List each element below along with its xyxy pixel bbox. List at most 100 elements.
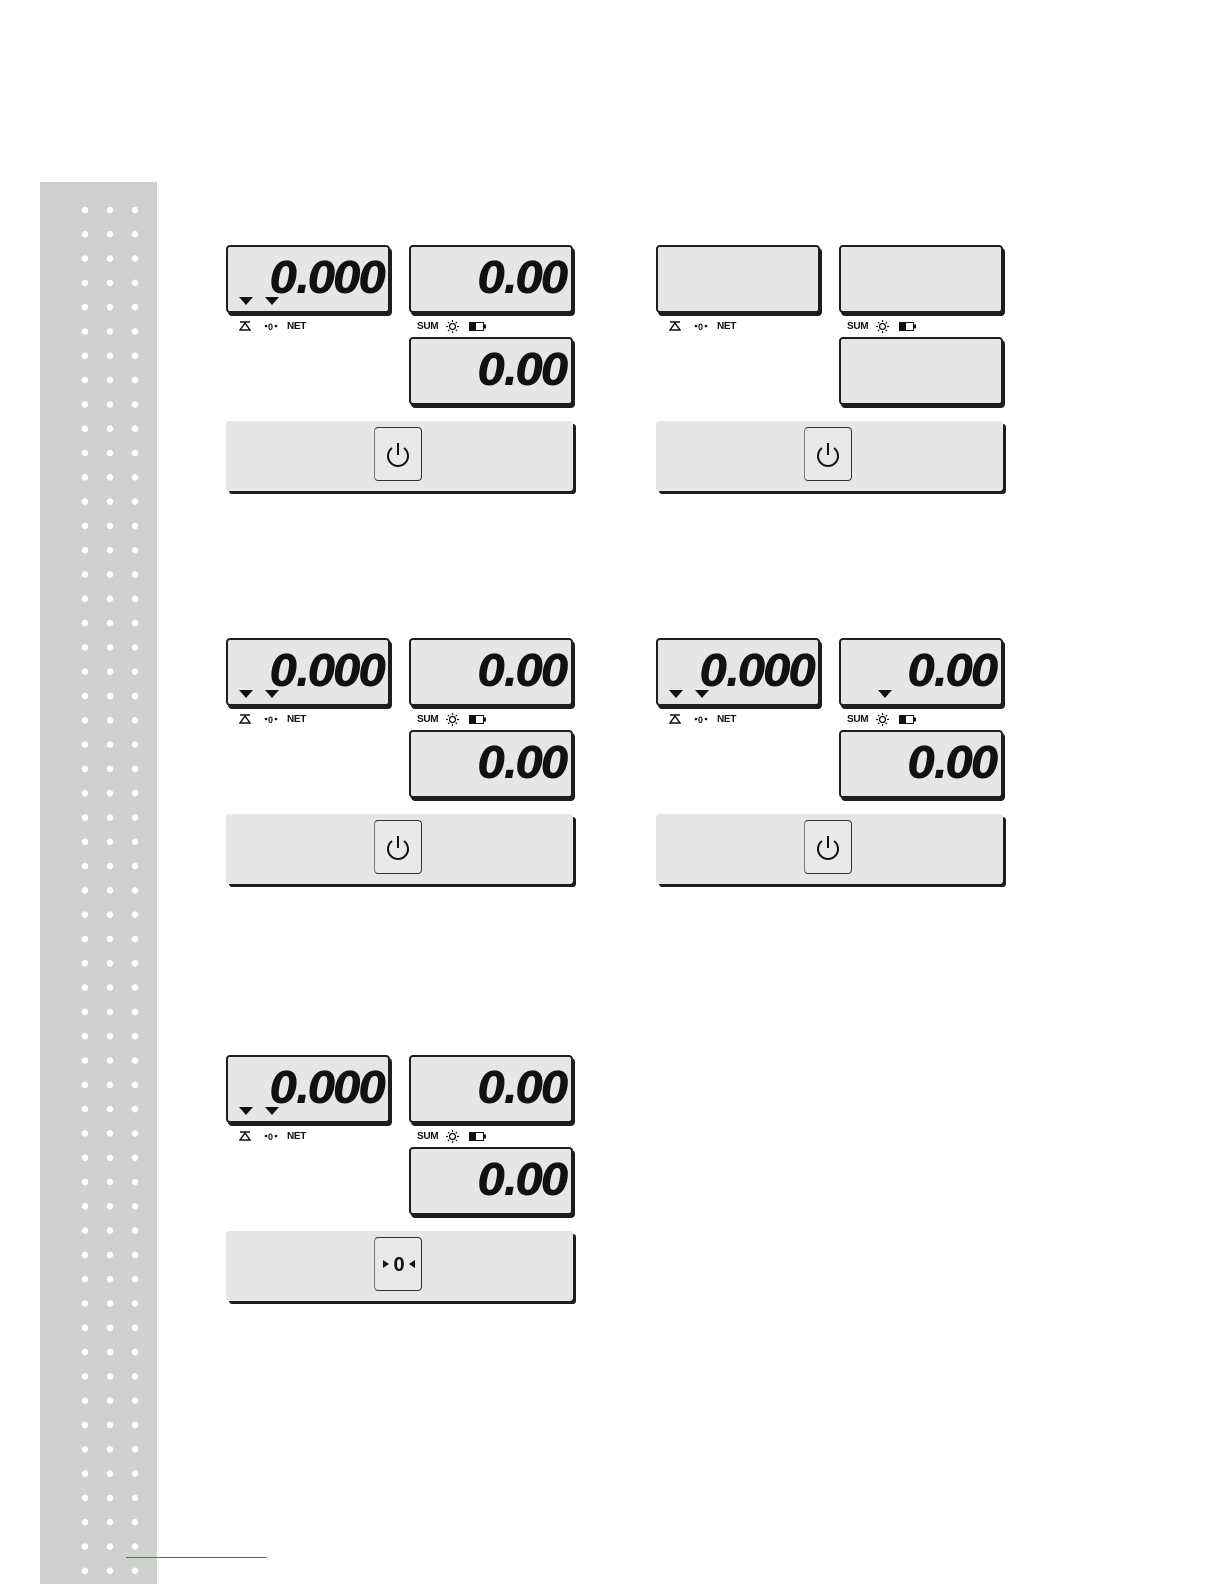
sidebar-dot <box>107 1227 114 1234</box>
sidebar-dot <box>107 814 114 821</box>
total-price-value: 0.00 <box>478 345 567 397</box>
sidebar-dot <box>132 1009 139 1016</box>
sidebar-dot <box>132 936 139 943</box>
sidebar-dot <box>107 304 114 311</box>
sidebar-dot <box>107 1568 114 1575</box>
indicator-arrow <box>265 690 279 698</box>
sidebar-dot <box>82 1300 89 1307</box>
stable-icon <box>669 321 681 331</box>
sidebar-dot <box>82 231 89 238</box>
power-icon <box>813 833 843 863</box>
zero-button[interactable]: 0 <box>374 1237 422 1291</box>
sidebar-dot <box>107 741 114 748</box>
key-panel <box>656 814 1003 884</box>
sidebar-dot <box>132 425 139 432</box>
scale-display-3: 0.000 0.00 0.00 0 NET SUM <box>226 638 586 902</box>
scale-display-2: 0 NET SUM <box>656 245 1016 509</box>
sidebar-dot <box>107 401 114 408</box>
sidebar-dot <box>132 790 139 797</box>
zero-indicator-icon: 0 <box>264 714 278 724</box>
sidebar-dot <box>82 1349 89 1356</box>
sidebar-dot <box>132 717 139 724</box>
sidebar-dot <box>82 668 89 675</box>
sidebar-dot <box>107 693 114 700</box>
sidebar-dot <box>132 693 139 700</box>
sidebar-dot <box>82 1446 89 1453</box>
sidebar-dot <box>82 1203 89 1210</box>
sidebar-dot <box>107 1203 114 1210</box>
sidebar-dot <box>132 1422 139 1429</box>
total-price-display: 0.00 <box>409 1147 573 1215</box>
total-price-display: 0.00 <box>409 730 573 798</box>
sidebar-dot <box>132 328 139 335</box>
sidebar-dot <box>132 1227 139 1234</box>
indicator-arrow <box>239 690 253 698</box>
stable-icon <box>239 321 251 331</box>
sidebar-dot <box>132 863 139 870</box>
zero-indicator-icon: 0 <box>264 1131 278 1141</box>
total-price-value: 0.00 <box>478 738 567 790</box>
sidebar-dot <box>132 1130 139 1137</box>
power-button[interactable] <box>374 427 422 481</box>
sidebar-dot <box>82 984 89 991</box>
sidebar-dot <box>107 863 114 870</box>
indicator-arrow <box>265 1107 279 1115</box>
zero-indicator-icon: 0 <box>694 321 708 331</box>
sidebar-dot <box>82 1082 89 1089</box>
power-button[interactable] <box>804 820 852 874</box>
sidebar-dot <box>107 547 114 554</box>
sidebar-dot <box>132 304 139 311</box>
sidebar-dot <box>107 936 114 943</box>
sidebar-dot <box>82 693 89 700</box>
sidebar-dot <box>107 644 114 651</box>
sidebar-dot <box>107 1397 114 1404</box>
sidebar-dot <box>82 207 89 214</box>
key-panel <box>226 421 573 491</box>
sum-label: SUM <box>417 1131 438 1142</box>
net-label: NET <box>717 321 736 332</box>
sidebar-dot <box>107 887 114 894</box>
zero-indicator-icon: 0 <box>694 714 708 724</box>
sidebar-dot <box>107 790 114 797</box>
unit-price-value: 0.00 <box>478 1063 567 1115</box>
sidebar-dot <box>132 547 139 554</box>
power-button[interactable] <box>374 820 422 874</box>
zero-icon: 0 <box>383 1250 415 1280</box>
indicator-arrow <box>878 690 892 698</box>
sidebar-dot <box>82 1154 89 1161</box>
power-button[interactable] <box>804 427 852 481</box>
sidebar-dot <box>107 1252 114 1259</box>
sidebar-dot <box>82 425 89 432</box>
sidebar-dot <box>82 1252 89 1259</box>
sidebar-dot <box>132 1057 139 1064</box>
sidebar-dot <box>107 1446 114 1453</box>
sidebar-dot <box>132 450 139 457</box>
sidebar-dot <box>132 839 139 846</box>
unit-price-value: 0.00 <box>908 646 997 698</box>
sidebar-dot <box>107 960 114 967</box>
sidebar-dot <box>107 1057 114 1064</box>
sidebar-dot <box>82 1227 89 1234</box>
sidebar-dot <box>132 353 139 360</box>
footer-rule <box>126 1557 267 1558</box>
sidebar-dot <box>82 814 89 821</box>
sidebar-dot <box>82 839 89 846</box>
sidebar-dot <box>82 717 89 724</box>
sidebar-dot <box>82 1033 89 1040</box>
sidebar-dot <box>132 401 139 408</box>
sidebar-dot <box>132 620 139 627</box>
sum-label: SUM <box>847 714 868 725</box>
weight-display <box>656 245 820 313</box>
sidebar-dot <box>132 960 139 967</box>
key-panel <box>656 421 1003 491</box>
sidebar-dot <box>107 596 114 603</box>
sidebar-dot <box>107 1349 114 1356</box>
power-icon <box>383 833 413 863</box>
sidebar-dot <box>82 790 89 797</box>
sidebar-dot <box>132 1082 139 1089</box>
sidebar-dot <box>132 474 139 481</box>
unit-price-display: 0.00 <box>409 245 573 313</box>
sidebar-dot <box>107 1373 114 1380</box>
key-panel: 0 <box>226 1231 573 1301</box>
unit-price-value: 0.00 <box>478 646 567 698</box>
